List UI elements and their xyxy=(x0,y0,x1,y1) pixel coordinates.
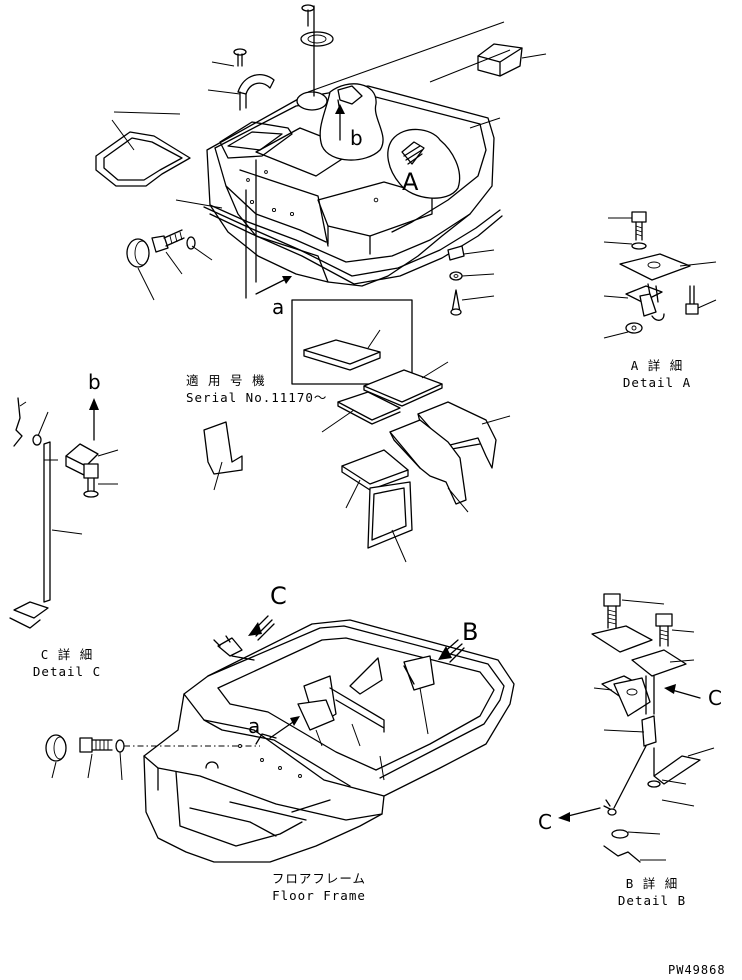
cover-bolt xyxy=(152,230,184,252)
view-letter-c-floor: C xyxy=(270,582,287,610)
leader-lines-upper xyxy=(112,54,546,300)
floor-washer xyxy=(116,740,124,752)
view-letter-b-floor: B xyxy=(462,618,479,646)
detail-b-caption-en: Detail B xyxy=(617,893,687,908)
view-b-side-arrow xyxy=(89,398,99,440)
floor-frame-caption-jp: フロアフレーム xyxy=(271,871,367,886)
detail-a-caption-jp: A 詳 細 xyxy=(630,358,684,373)
leader-lines-detail-b xyxy=(594,600,714,860)
view-a-callout xyxy=(388,129,460,198)
view-c-arrow-floor xyxy=(248,616,274,640)
view-a-arrow-floor xyxy=(270,716,300,738)
floor-bolt xyxy=(80,738,112,752)
drawing-number: PW49868 xyxy=(668,963,726,977)
detail-b-caption-jp: B 詳 細 xyxy=(625,876,679,891)
view-letter-c-bottom: C xyxy=(538,810,552,834)
view-letter-a-floor: a xyxy=(248,714,261,738)
leader-lines-floor xyxy=(52,688,428,780)
handle-screw xyxy=(234,49,246,66)
detail-a-box xyxy=(292,300,412,384)
serial-label-jp: 適 用 号 機 xyxy=(186,373,266,388)
detail-a-caption-en: Detail A xyxy=(622,375,692,390)
view-letter-c-right: C xyxy=(708,686,722,710)
floor-frame xyxy=(124,620,514,862)
grip-handle xyxy=(238,75,274,110)
assembly-line xyxy=(308,22,504,92)
view-letter-b-upper: b xyxy=(350,126,363,150)
right-hardware-stack xyxy=(448,246,464,315)
detail-a-drawing xyxy=(620,212,698,333)
cover-washer xyxy=(187,237,195,249)
detail-c-drawing xyxy=(10,398,98,628)
roof-seal xyxy=(96,132,190,186)
leader-lines-detail-a xyxy=(604,218,716,338)
floor-frame-caption-en: Floor Frame xyxy=(272,888,366,903)
leader-lines-detail-c xyxy=(38,412,118,534)
detail-c-caption-en: Detail C xyxy=(32,664,102,679)
view-letter-b-side: b xyxy=(88,370,101,394)
rubber-block xyxy=(478,44,522,76)
floor-cap xyxy=(46,735,66,761)
dome-light xyxy=(301,5,333,96)
small-pad xyxy=(204,422,242,474)
view-c-arrow-right xyxy=(664,684,700,698)
assembly-line xyxy=(430,50,510,82)
view-b-callout xyxy=(320,84,383,160)
leader-lines-pads xyxy=(214,362,510,562)
view-a-arrow xyxy=(246,160,292,298)
cover-cap xyxy=(127,239,149,267)
detail-c-caption-jp: C 詳 細 xyxy=(40,647,94,662)
view-c-arrow-bottom xyxy=(558,808,600,822)
serial-label-en: Serial No.11170～ xyxy=(186,390,328,405)
insulation-pads xyxy=(338,370,496,548)
detail-b-drawing xyxy=(592,594,700,862)
view-b-arrow-floor xyxy=(438,640,464,662)
view-letter-a-upper: A xyxy=(402,168,419,196)
view-letter-a-upper-arrow: a xyxy=(272,295,285,319)
